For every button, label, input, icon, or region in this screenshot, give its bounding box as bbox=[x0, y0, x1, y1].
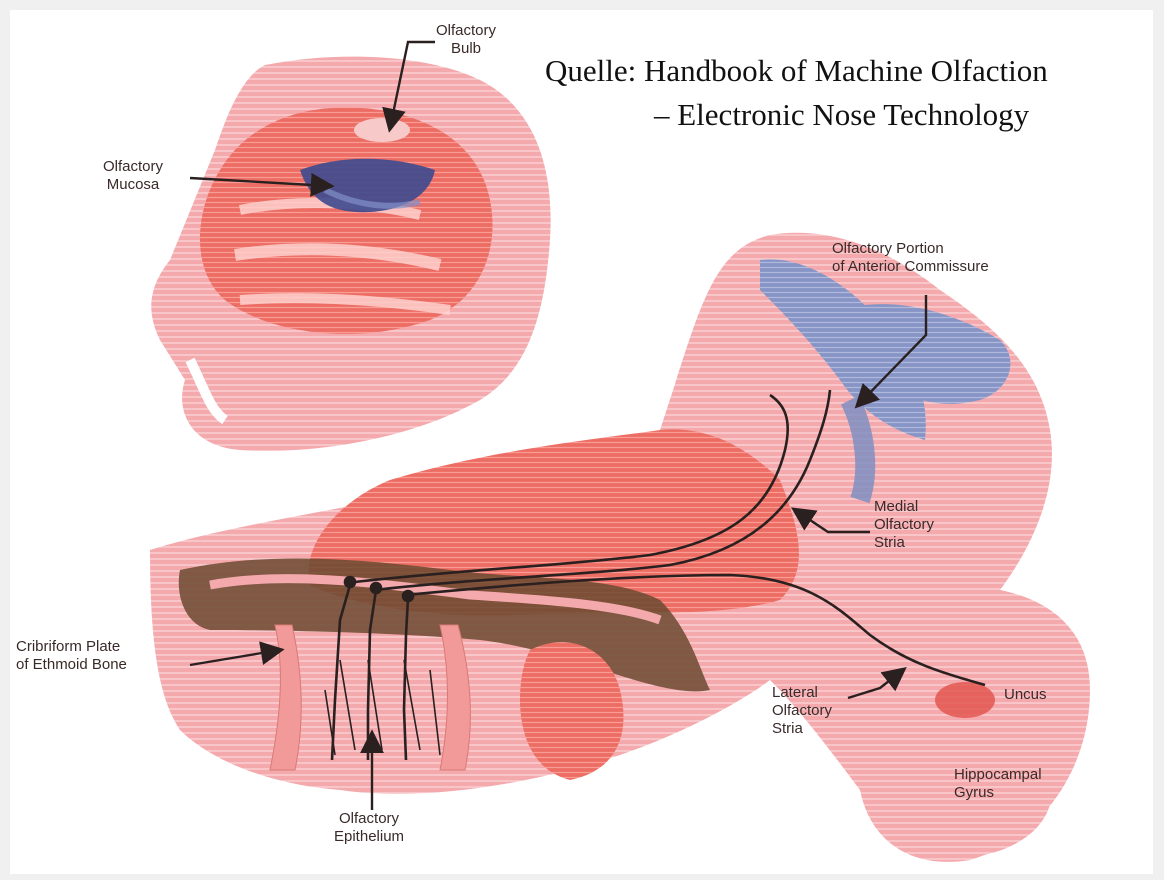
label-medial-olfactory-stria: Medial Olfactory Stria bbox=[874, 498, 934, 552]
label-anterior-commissure: Olfactory Portion of Anterior Commissure bbox=[832, 240, 989, 276]
diagram-canvas: Olfactory Bulb Olfactory Mucosa Quelle: … bbox=[10, 10, 1153, 874]
label-hippocampal-gyrus: Hippocampal Gyrus bbox=[954, 766, 1042, 802]
illustration bbox=[10, 10, 1153, 874]
label-cribriform-plate: Cribriform Plate of Ethmoid Bone bbox=[16, 638, 127, 674]
uncus-shape bbox=[935, 682, 995, 718]
label-olfactory-mucosa: Olfactory Mucosa bbox=[103, 158, 163, 194]
source-caption-line1: Quelle: Handbook of Machine Olfaction bbox=[545, 52, 1048, 90]
label-olfactory-epithelium: Olfactory Epithelium bbox=[334, 810, 404, 846]
label-olfactory-bulb: Olfactory Bulb bbox=[436, 22, 496, 58]
source-caption-line2: – Electronic Nose Technology bbox=[654, 96, 1029, 134]
label-lateral-olfactory-stria: Lateral Olfactory Stria bbox=[772, 684, 832, 738]
olfactory-bulb-shape bbox=[354, 118, 410, 142]
nose-head-section bbox=[151, 57, 550, 451]
label-uncus: Uncus bbox=[1004, 686, 1047, 704]
